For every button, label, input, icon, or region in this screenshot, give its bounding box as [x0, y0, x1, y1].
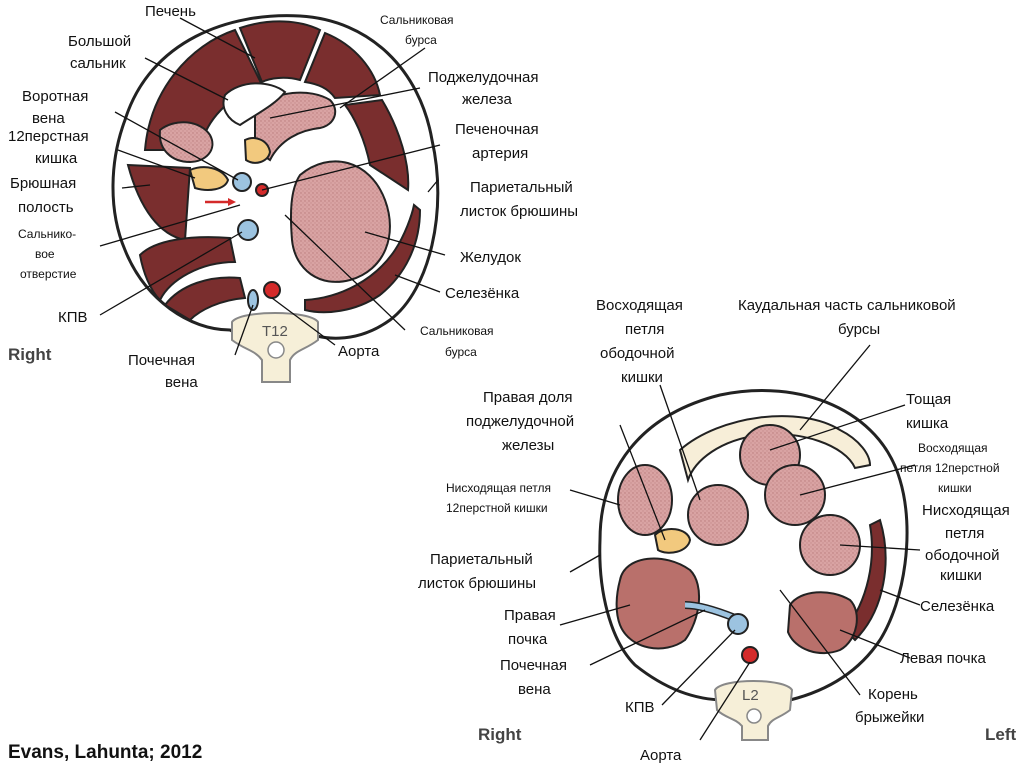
label-mesentery-root-2: брыжейки [855, 709, 924, 726]
label-greater-omentum-2: сальник [70, 55, 126, 72]
label-duodenum-2: кишка [35, 150, 78, 167]
label-renal-vein-bottom-1: Почечная [500, 657, 567, 674]
label-aorta-top: Аорта [338, 343, 380, 360]
label-parietal-peritoneum-bottom-2: листок брюшины [418, 575, 536, 592]
label-caudal-bursa-2: бурсы [838, 321, 880, 338]
label-jejunum-2: кишка [906, 415, 949, 432]
label-renal-vein-top-1: Почечная [128, 352, 195, 369]
ascending-duodenum-loop [764, 464, 826, 526]
label-left-kidney: Левая почка [900, 650, 986, 667]
liver [126, 20, 410, 322]
label-spleen-bottom: Селезёнка [920, 598, 995, 615]
label-aorta-bottom: Аорта [640, 747, 682, 764]
vertebra-label-top: T12 [262, 323, 288, 340]
label-right-kidney-1: Правая [504, 607, 556, 624]
label-omental-bursa-top-1: Сальниковая [380, 13, 454, 27]
vertebra-label-bottom: L2 [742, 687, 759, 704]
label-abdominal-cavity-1: Брюшная [10, 175, 76, 192]
cvc-bottom [727, 613, 749, 635]
right-pancreas-lobe [653, 528, 692, 554]
top-labels: Печень Сальниковая бурса Большой сальник… [8, 3, 578, 391]
label-stomach: Желудок [460, 249, 521, 266]
label-pancreas-1: Поджелудочная [428, 69, 539, 86]
citation: Evans, Lahunta; 2012 [8, 742, 202, 763]
descending-duodenum [617, 464, 673, 536]
label-cvc-bottom: КПВ [625, 699, 655, 716]
label-mesentery-root-1: Корень [868, 686, 918, 703]
bottom-labels: Восходящая петля ободочной кишки Каудаль… [418, 297, 1017, 764]
side-label-bottom-right: Right [478, 725, 522, 744]
right-kidney [615, 557, 701, 650]
label-right-pancreas-2: поджелудочной [466, 413, 574, 430]
vertebra-l2: L2 [713, 680, 794, 741]
label-right-kidney-2: почка [508, 631, 548, 648]
pancreas-lobe-1 [243, 137, 272, 164]
label-ascending-duodenum-3: кишки [938, 481, 972, 495]
label-cvc-top: КПВ [58, 309, 88, 326]
label-right-pancreas-3: железы [502, 437, 554, 454]
portal-vein-top [232, 172, 252, 192]
duodenum-top [158, 121, 214, 164]
label-greater-omentum-1: Большой [68, 33, 131, 50]
label-descending-duodenum-2: 12перстной кишки [446, 501, 548, 515]
side-label-top-right: Right [8, 345, 52, 364]
label-duodenum-1: 12перстная [8, 128, 89, 145]
label-portal-vein-1: Воротная [22, 88, 88, 105]
label-renal-vein-bottom-2: вена [518, 681, 551, 698]
label-caudal-bursa-1: Каудальная часть сальниковой [738, 297, 956, 314]
cvc-top [237, 219, 259, 241]
label-liver: Печень [145, 3, 196, 20]
label-epiploic-foramen-3: отверстие [20, 267, 77, 281]
label-epiploic-foramen-1: Сальнико- [18, 227, 76, 241]
label-parietal-peritoneum-top-1: Париетальный [470, 179, 573, 196]
side-label-bottom-left: Left [985, 725, 1017, 744]
label-parietal-peritoneum-top-2: листок брюшины [460, 203, 578, 220]
label-descending-duodenum-1: Нисходящая петля [446, 481, 551, 495]
label-ascending-colon-loop-2: петля [625, 321, 664, 338]
top-leader-lines [99, 17, 446, 356]
label-ascending-colon-loop-4: кишки [621, 369, 663, 386]
label-hepatic-artery-1: Печеночная [455, 121, 539, 138]
label-renal-vein-top-2: вена [165, 374, 198, 391]
bottom-leader-lines [559, 344, 921, 741]
label-ascending-duodenum-1: Восходящая [918, 441, 988, 455]
label-pancreas-2: железа [462, 91, 513, 108]
label-jejunum-1: Тощая [906, 391, 951, 408]
descending-colon-loop [799, 514, 861, 576]
label-spleen-top: Селезёнка [445, 285, 520, 302]
label-parietal-peritoneum-bottom-1: Париетальный [430, 551, 533, 568]
label-abdominal-cavity-2: полость [18, 199, 74, 216]
label-descending-colon-2: петля [945, 525, 984, 542]
label-descending-colon-3: ободочной [925, 547, 1000, 564]
stomach-top [289, 160, 391, 283]
left-kidney [786, 591, 858, 655]
label-descending-colon-1: Нисходящая [922, 502, 1010, 519]
bottom-cross-section: L2 Восходящая петля ободочной кишки [418, 297, 1017, 764]
label-omental-bursa-top-2: бурса [405, 33, 437, 47]
ascending-colon-loop [687, 484, 749, 546]
top-cross-section: T12 Печень Сальниковая бурса Бол [8, 3, 578, 391]
spleen-top [304, 203, 422, 314]
label-right-pancreas-1: Правая доля [483, 389, 573, 406]
vertebra-t12: T12 [231, 312, 319, 383]
label-hepatic-artery-2: артерия [472, 145, 528, 162]
label-omental-bursa-bottom-1: Сальниковая [420, 324, 494, 338]
aorta-top [263, 281, 281, 299]
label-portal-vein-2: вена [32, 110, 65, 127]
label-ascending-colon-loop-3: ободочной [600, 345, 675, 362]
label-ascending-colon-loop-1: Восходящая [596, 297, 683, 314]
pancreas-lobe-2 [188, 166, 230, 191]
label-omental-bursa-bottom-2: бурса [445, 345, 477, 359]
label-epiploic-foramen-2: вое [35, 247, 55, 261]
label-ascending-duodenum-2: петля 12перстной [900, 461, 1000, 475]
omental-bursa-top [222, 82, 287, 127]
renal-vein-top [247, 289, 259, 311]
label-descending-colon-4: кишки [940, 567, 982, 584]
aorta-bottom [741, 646, 759, 664]
